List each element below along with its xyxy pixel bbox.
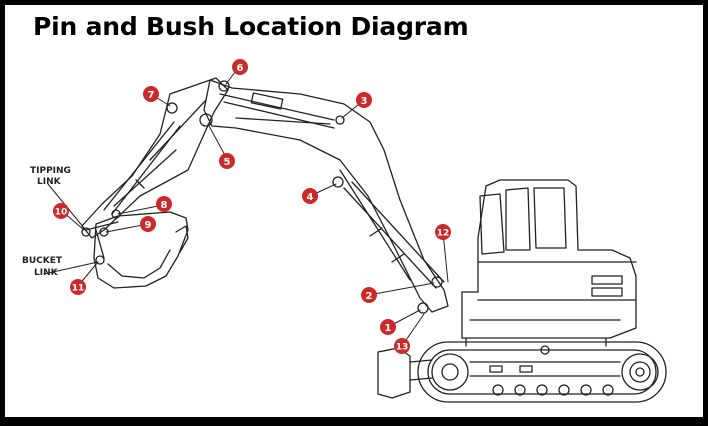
marker-11-number: 11 xyxy=(72,284,85,294)
leader-lines xyxy=(43,66,449,347)
marker-2-number: 2 xyxy=(366,291,373,302)
marker-6-number: 6 xyxy=(237,63,244,74)
bucket-cylinder xyxy=(103,121,181,215)
marker-1-number: 1 xyxy=(385,323,392,334)
marker-1: 1 xyxy=(380,319,396,335)
marker-11: 11 xyxy=(70,279,86,295)
marker-13-number: 13 xyxy=(396,343,409,353)
marker-5: 5 xyxy=(219,153,235,169)
bucket-link-label-line2: LINK xyxy=(34,268,59,278)
marker-13: 13 xyxy=(394,338,410,354)
diagram-panel xyxy=(5,5,703,417)
marker-12-number: 12 xyxy=(437,229,450,239)
bucket xyxy=(85,211,189,289)
arm xyxy=(81,77,229,239)
marker-8-number: 8 xyxy=(161,200,168,211)
upper-house xyxy=(461,179,637,347)
marker-6: 6 xyxy=(232,59,248,75)
marker-8: 8 xyxy=(156,196,172,212)
marker-3: 3 xyxy=(356,92,372,108)
pin-circles xyxy=(81,80,443,314)
tipping-link-label-line2: LINK xyxy=(37,177,62,187)
boom-cylinder xyxy=(343,181,445,289)
marker-7-number: 7 xyxy=(148,90,155,101)
tipping-link-label-line1: TIPPING xyxy=(30,166,71,176)
diagram-title: Pin and Bush Location Diagram xyxy=(33,12,469,41)
marker-9-number: 9 xyxy=(145,220,152,231)
marker-12: 12 xyxy=(435,224,451,240)
boom xyxy=(203,79,449,313)
marker-10-number: 10 xyxy=(55,208,68,218)
marker-9: 9 xyxy=(140,216,156,232)
track-assembly xyxy=(417,341,667,403)
marker-4: 4 xyxy=(302,188,318,204)
marker-2: 2 xyxy=(361,287,377,303)
bucket-link-label-line1: BUCKET xyxy=(22,256,63,266)
marker-7: 7 xyxy=(143,86,159,102)
marker-3-number: 3 xyxy=(361,96,368,107)
marker-4-number: 4 xyxy=(307,192,314,203)
marker-5-number: 5 xyxy=(224,157,231,168)
arm-cylinder xyxy=(219,92,335,129)
marker-10: 10 xyxy=(53,203,69,219)
